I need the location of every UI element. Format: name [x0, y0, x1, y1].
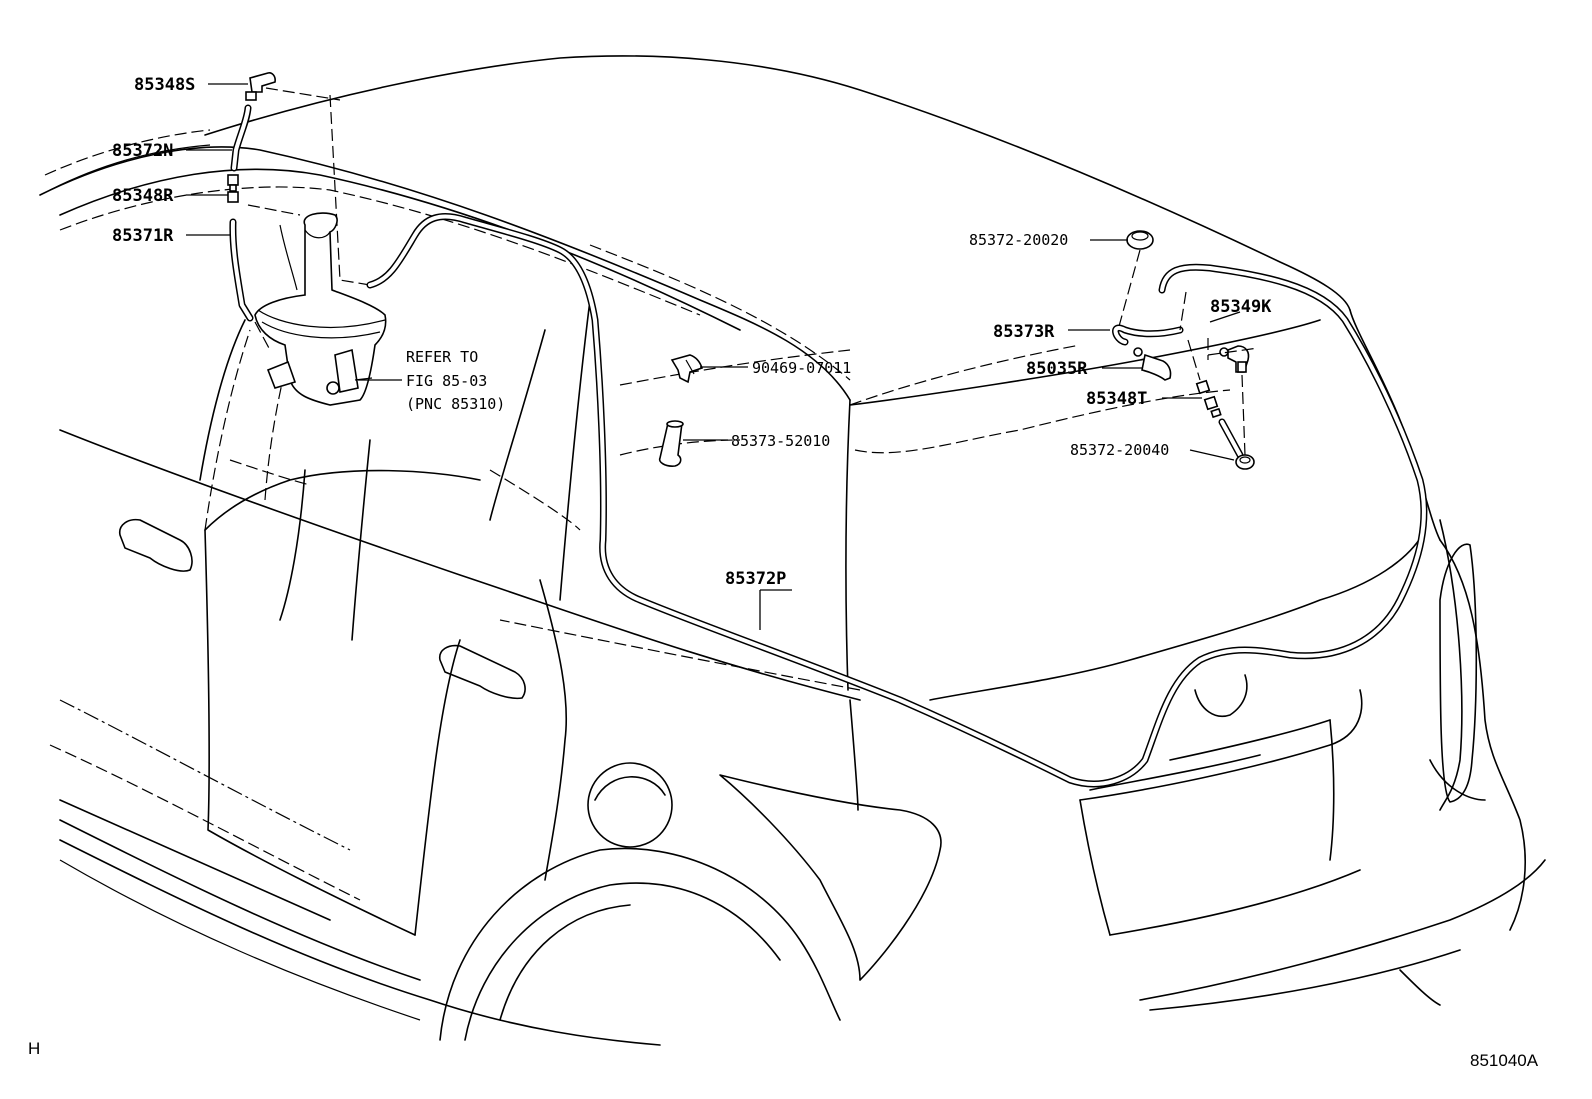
- note-line-1: REFER TO: [406, 348, 478, 366]
- label-85372N: 85372N: [112, 141, 173, 161]
- part-labels: 85348S 85372N 85348R 85371R REFER TO FIG…: [28, 75, 1539, 1070]
- car-body-outline: [39, 55, 1546, 1046]
- label-85372-20040: 85372-20040: [1070, 441, 1169, 459]
- clamp-90469: [670, 354, 704, 384]
- washer-tank: [254, 212, 387, 406]
- left-hose-assembly: [227, 72, 341, 351]
- label-85371R: 85371R: [112, 226, 174, 246]
- grommet-85373: [658, 420, 684, 467]
- label-85373R: 85373R: [993, 322, 1055, 342]
- note-line-2: FIG 85-03: [406, 372, 487, 390]
- label-85035R: 85035R: [1026, 359, 1088, 379]
- label-85372-20020: 85372-20020: [969, 231, 1068, 249]
- label-85348S: 85348S: [134, 75, 195, 95]
- label-90469-07011: 90469-07011: [752, 359, 851, 377]
- figure-id: 851040A: [1470, 1051, 1539, 1070]
- label-85372P: 85372P: [725, 569, 786, 589]
- main-hose: [366, 213, 1428, 788]
- label-85348T: 85348T: [1086, 389, 1147, 409]
- label-85349K: 85349K: [1210, 297, 1272, 317]
- leader-lines: [186, 83, 1241, 630]
- note-line-3: (PNC 85310): [406, 395, 505, 413]
- label-85348R: 85348R: [112, 186, 174, 206]
- right-hose-assembly: [1112, 230, 1259, 470]
- corner-mark: H: [28, 1039, 40, 1058]
- label-85373-52010: 85373-52010: [731, 432, 830, 450]
